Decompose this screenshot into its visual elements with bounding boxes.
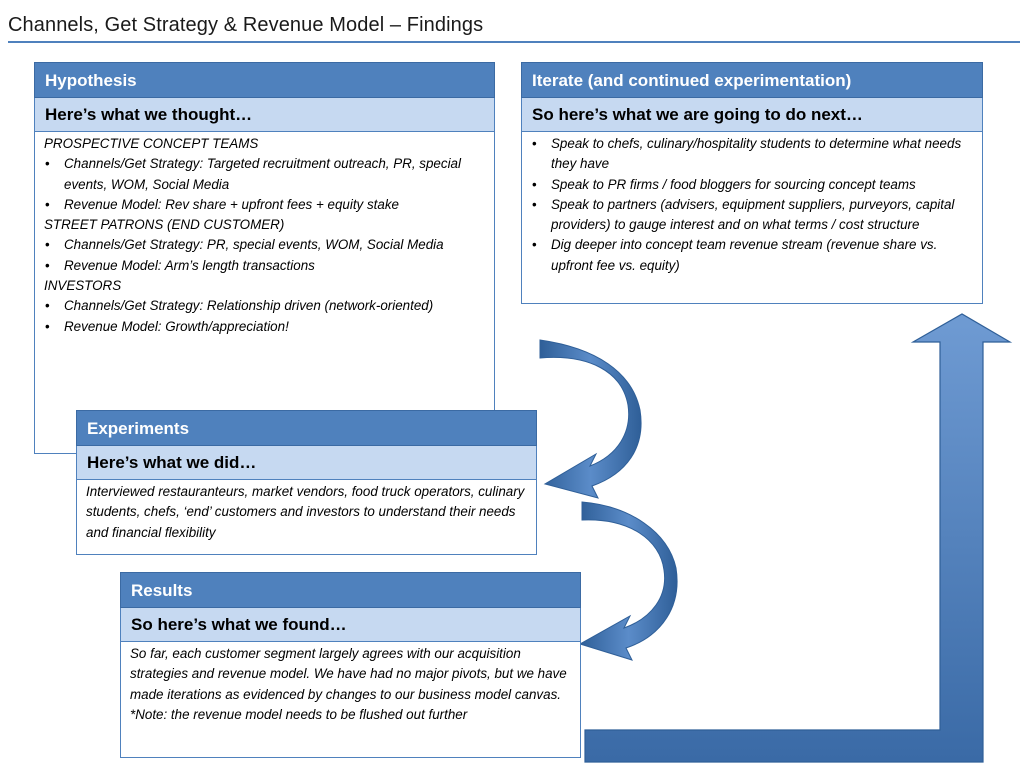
segment-label: PROSPECTIVE CONCEPT TEAMS: [44, 136, 259, 151]
iterate-bullets: •Speak to chefs, culinary/hospitality st…: [531, 134, 973, 276]
list-item: •Revenue Model: Rev share + upfront fees…: [44, 195, 485, 215]
bullet-icon: •: [45, 196, 50, 212]
list-item: •Speak to partners (advisers, equipment …: [532, 196, 955, 233]
list-item: •Speak to PR firms / food bloggers for s…: [531, 175, 973, 195]
experiments-body: Interviewed restauranteurs, market vendo…: [76, 480, 537, 555]
results-subheader: So here’s what we found…: [120, 608, 581, 642]
results-header: Results: [120, 572, 581, 608]
bullet-icon: •: [45, 237, 50, 253]
segment-bullets: •Channels/Get Strategy: Relationship dri…: [44, 296, 485, 337]
list-item: •Channels/Get Strategy: Targeted recruit…: [45, 156, 461, 192]
bullet-icon: •: [532, 237, 537, 253]
bullet-icon: •: [532, 176, 537, 192]
experiments-subheader: Here’s what we did…: [76, 446, 537, 480]
curved-arrow-hypothesis-to-experiments: [539, 339, 642, 499]
segment-label: INVESTORS: [44, 278, 122, 294]
iterate-card: Iterate (and continued experimentation) …: [521, 62, 983, 304]
experiments-header: Experiments: [76, 410, 537, 446]
segment-bullets: •Channels/Get Strategy: Targeted recruit…: [44, 154, 485, 215]
list-item: •Channels/Get Strategy: PR, special even…: [44, 235, 485, 255]
experiments-card: Experiments Here’s what we did… Intervie…: [76, 410, 537, 555]
segment-concept-teams: PROSPECTIVE CONCEPT TEAMS •Channels/Get …: [44, 134, 485, 215]
iterate-body: •Speak to chefs, culinary/hospitality st…: [521, 132, 983, 304]
bullet-icon: •: [45, 156, 50, 172]
slide-title: Channels, Get Strategy & Revenue Model –…: [8, 14, 484, 36]
segment-bullets: •Channels/Get Strategy: PR, special even…: [44, 235, 485, 276]
segment-street-patrons: STREET PATRONS (END CUSTOMER) •Channels/…: [44, 215, 485, 276]
hypothesis-header: Hypothesis: [34, 62, 495, 98]
bullet-icon: •: [45, 257, 50, 273]
results-card: Results So here’s what we found… So far,…: [120, 572, 581, 758]
hypothesis-card: Hypothesis Here’s what we thought… PROSP…: [34, 62, 495, 454]
bullet-icon: •: [45, 318, 50, 334]
list-item: •Revenue Model: Growth/appreciation!: [44, 317, 485, 337]
segment-investors: INVESTORS •Channels/Get Strategy: Relati…: [44, 276, 485, 337]
iterate-header: Iterate (and continued experimentation): [521, 62, 983, 98]
bullet-icon: •: [532, 136, 537, 151]
l-arrow-results-to-iterate: [584, 313, 1013, 763]
list-item: •Channels/Get Strategy: Relationship dri…: [44, 296, 485, 316]
hypothesis-subheader: Here’s what we thought…: [34, 98, 495, 132]
bullet-icon: •: [45, 298, 50, 314]
list-item: •Dig deeper into concept team revenue st…: [532, 237, 938, 273]
list-item: •Speak to chefs, culinary/hospitality st…: [532, 136, 962, 172]
hypothesis-body: PROSPECTIVE CONCEPT TEAMS •Channels/Get …: [34, 132, 495, 454]
results-body: So far, each customer segment largely ag…: [120, 642, 581, 758]
bullet-icon: •: [532, 196, 537, 212]
title-underline: [8, 41, 1020, 43]
curved-arrow-experiments-to-results: [578, 501, 678, 661]
iterate-subheader: So here’s what we are going to do next…: [521, 98, 983, 132]
list-item: •Revenue Model: Arm’s length transaction…: [44, 256, 485, 276]
segment-label: STREET PATRONS (END CUSTOMER): [44, 217, 285, 233]
